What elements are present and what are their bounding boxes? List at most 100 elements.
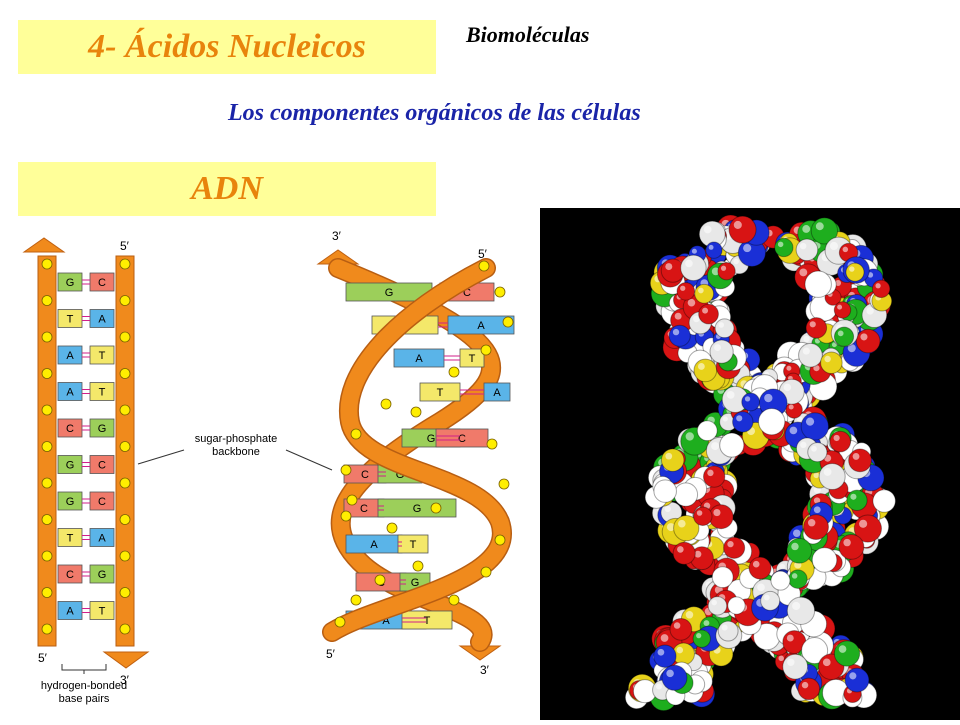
ladder-base-right-letter: A — [98, 533, 106, 545]
ladder-base-left-box — [57, 418, 83, 438]
phosphate-dot — [119, 623, 131, 635]
dna-double-helix-diagram: GCTAATTAGCCGCGATCGAT 3′ 5′ 5′ 3′ — [316, 229, 515, 677]
atom-highlight — [849, 266, 855, 272]
phosphate-dot — [119, 258, 131, 270]
helix-base-right-letter: G — [413, 503, 422, 515]
atom-sphere — [653, 644, 677, 668]
atom-highlight — [665, 452, 673, 460]
atom-highlight — [777, 241, 784, 248]
atom-highlight — [731, 583, 739, 591]
helix-base-left-letter: A — [370, 539, 378, 551]
atom-highlight — [702, 307, 709, 314]
atom-highlight — [799, 242, 807, 250]
atom — [800, 412, 830, 441]
helix-base-left-letter: A — [415, 353, 423, 365]
atom-highlight — [780, 626, 788, 634]
ladder-base-right-box — [89, 345, 115, 365]
atom-highlight — [789, 426, 798, 435]
ladder-base-left: T — [57, 528, 83, 547]
phosphate-dot — [412, 560, 424, 572]
phosphate-dot — [41, 295, 53, 306]
ladder-base-left-box — [57, 601, 83, 620]
atom — [753, 622, 781, 651]
phosphate-dot — [494, 286, 506, 298]
ladder-base-left-box — [57, 345, 83, 365]
phosphate-dot — [480, 344, 492, 356]
atom-sphere — [829, 430, 852, 453]
atom-sphere — [833, 301, 852, 319]
atom-highlight — [778, 655, 784, 662]
phosphate-dot — [41, 368, 53, 379]
atom-highlight — [813, 497, 821, 504]
atom-sphere — [797, 677, 821, 701]
atom — [689, 546, 714, 571]
atom — [696, 420, 718, 442]
callout-line-left — [137, 449, 185, 465]
atom — [717, 262, 736, 281]
atom — [705, 241, 723, 259]
ladder-base-left-letter: G — [66, 496, 75, 508]
ladder-base-left-letter: G — [66, 277, 75, 289]
atom — [804, 270, 832, 298]
atom-highlight — [756, 379, 764, 388]
ladder-base-right: C — [89, 455, 115, 474]
atom-sphere — [786, 596, 816, 625]
helix-base-right-letter: A — [477, 320, 485, 332]
phosphate-dot — [41, 550, 53, 562]
ladder-base-right-box — [89, 382, 115, 401]
atom-highlight — [842, 246, 849, 253]
atom-highlight — [796, 416, 803, 422]
atom — [741, 392, 761, 412]
atom — [788, 569, 808, 589]
atom — [838, 533, 865, 560]
atom — [821, 678, 850, 707]
phosphate-dot — [346, 494, 358, 506]
atom-highlight — [833, 434, 840, 442]
atom-highlight — [758, 628, 767, 636]
atom-highlight — [783, 383, 792, 392]
section-banner: ADN — [18, 162, 436, 216]
ladder-base-left-letter: T — [67, 314, 74, 326]
phosphate-dot — [350, 594, 362, 606]
helix-base-right: C — [435, 428, 489, 448]
atom-highlight — [807, 518, 816, 527]
atom-sphere — [741, 392, 761, 412]
ladder-base-right: T — [89, 382, 115, 401]
atom-highlight — [700, 424, 707, 431]
ladder-base-left: G — [57, 491, 83, 511]
atom-sphere — [696, 420, 718, 442]
atom-highlight — [806, 642, 814, 650]
atom — [844, 667, 870, 693]
atom-highlight — [781, 346, 790, 355]
atom-highlight — [823, 468, 832, 476]
atom-sphere — [680, 254, 707, 282]
atom-highlight — [835, 279, 842, 286]
atom-highlight — [677, 546, 684, 553]
atom — [632, 679, 657, 704]
atom-sphere — [698, 303, 719, 325]
atom-highlight — [743, 244, 752, 253]
ladder-base-right-letter: T — [99, 387, 106, 399]
atom — [748, 556, 772, 580]
atom-highlight — [757, 583, 765, 592]
dna-model-image — [624, 214, 896, 712]
helix-bottom-left-label: 5′ — [326, 647, 336, 661]
atom-highlight — [809, 321, 816, 328]
atom-highlight — [792, 601, 801, 611]
helix-base-right: A — [483, 382, 511, 402]
atom — [668, 324, 691, 347]
atom-sphere — [846, 489, 868, 511]
atom — [820, 351, 843, 375]
phosphate-dot — [119, 368, 131, 379]
ladder-base-right-letter: T — [99, 350, 106, 362]
atom-highlight — [673, 622, 681, 629]
atom-sphere — [732, 411, 754, 433]
ladder-base-right: T — [89, 601, 115, 620]
atom-highlight — [831, 342, 837, 348]
atom-highlight — [816, 551, 824, 560]
atom-highlight — [721, 624, 728, 631]
atom-sphere — [871, 279, 891, 299]
atom-highlight — [713, 508, 721, 517]
ladder-base-left-box — [57, 455, 83, 474]
